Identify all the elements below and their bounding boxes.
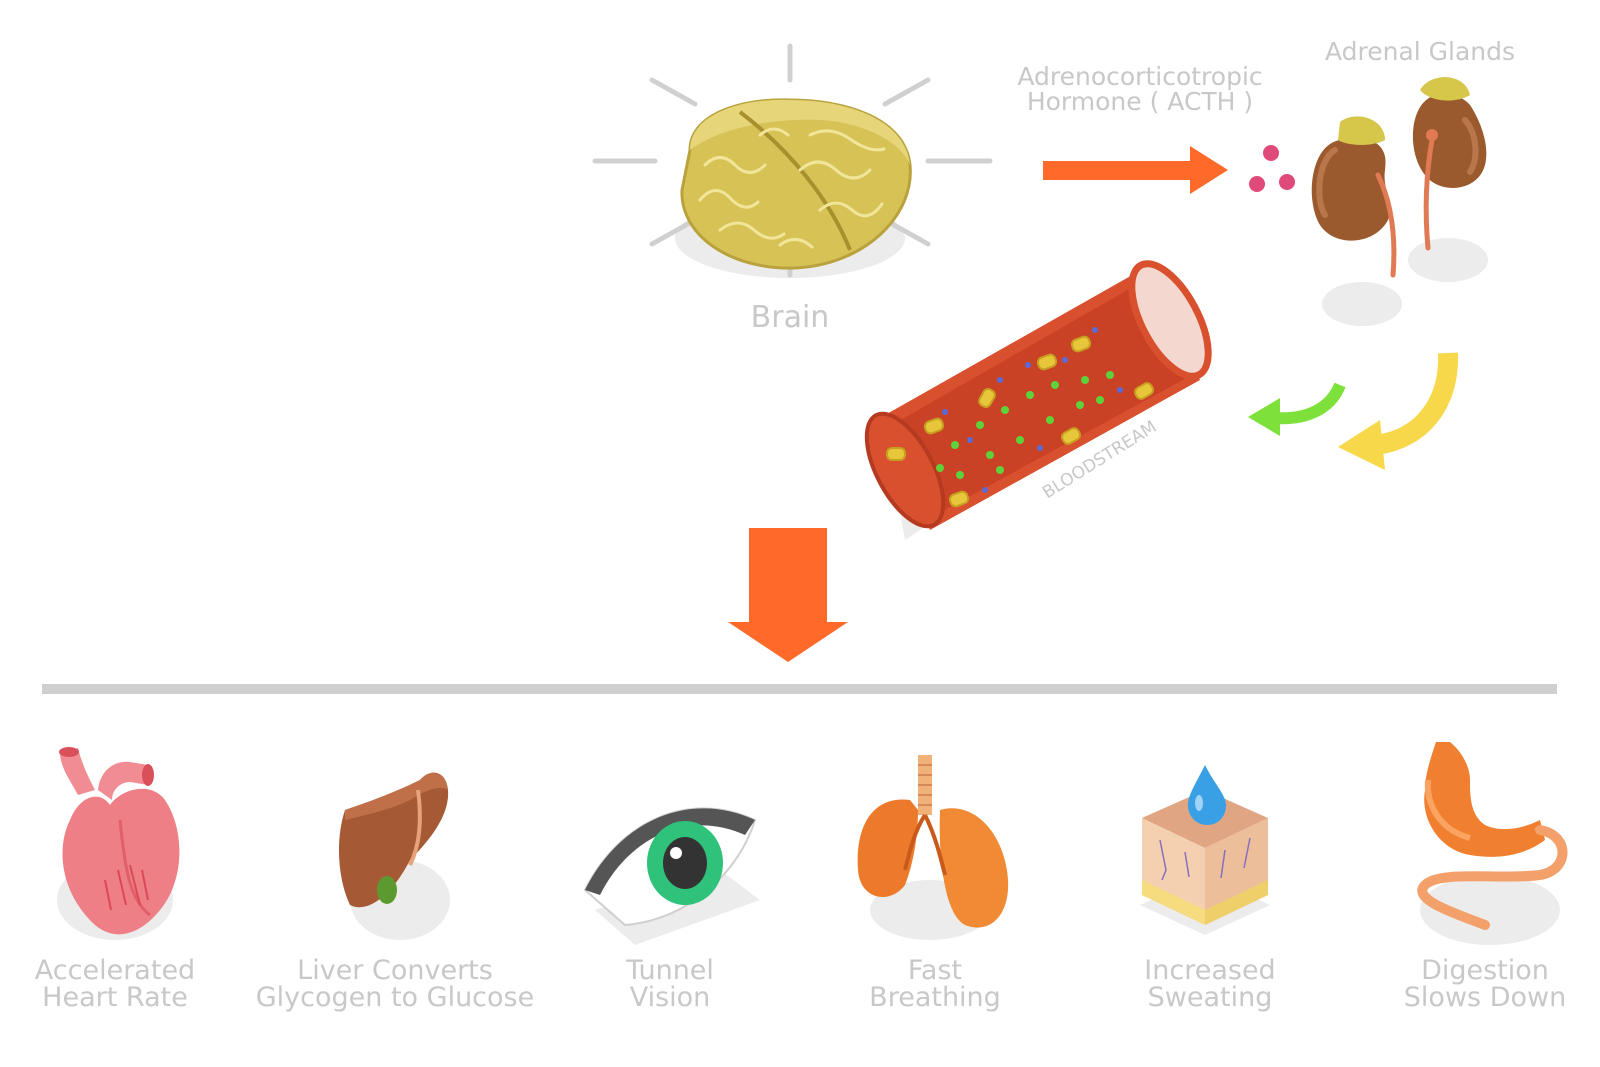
effect-label-breathing: Fast Breathing [860, 957, 1010, 1011]
effect-label-line2: Glycogen to Glucose [255, 982, 535, 1013]
brain-icon [592, 43, 993, 278]
stomach-icon [1417, 742, 1568, 945]
eye-icon [583, 807, 760, 945]
blood-vessel-icon [864, 260, 1212, 540]
hormone-label-line1: Adrenocorticotropic [1017, 62, 1263, 91]
adrenal-glands-label: Adrenal Glands [1324, 37, 1516, 66]
effect-label-line1: Accelerated [34, 955, 196, 986]
hormone-molecules-icon [1249, 145, 1295, 192]
arrow-right-icon [1043, 146, 1228, 194]
effect-label-line1: Fast [907, 955, 963, 986]
effect-label-line2: Heart Rate [42, 982, 188, 1013]
effect-label-line2: Slows Down [1403, 982, 1567, 1013]
curved-arrow-yellow-icon [1338, 352, 1459, 470]
curved-arrow-green-icon [1248, 382, 1346, 436]
heart-icon [57, 747, 180, 940]
effect-label-liver: Liver Converts Glycogen to Glucose [250, 957, 540, 1011]
effect-label-sweating: Increased Sweating [1125, 957, 1295, 1011]
effect-label-line1: Liver Converts [297, 955, 493, 986]
skin-sweat-icon [1140, 765, 1270, 935]
lungs-icon [857, 755, 1009, 940]
effect-label-heart: Accelerated Heart Rate [30, 957, 200, 1011]
effect-label-vision: Tunnel Vision [605, 957, 735, 1011]
effect-label-line2: Vision [629, 982, 711, 1013]
hormone-label: Adrenocorticotropic Hormone ( ACTH ) [1000, 64, 1280, 114]
effect-label-digestion: Digestion Slows Down [1395, 957, 1575, 1011]
section-divider [42, 684, 1557, 694]
effect-label-line2: Sweating [1147, 982, 1273, 1013]
effect-label-line1: Increased [1144, 955, 1276, 986]
effect-label-line1: Tunnel [626, 955, 714, 986]
effect-label-line1: Digestion [1421, 955, 1549, 986]
effect-label-line2: Breathing [869, 982, 1001, 1013]
hormone-label-line2: Hormone ( ACTH ) [1026, 87, 1254, 116]
adrenal-glands-icon [1311, 77, 1488, 326]
liver-icon [338, 772, 450, 940]
brain-label: Brain [750, 300, 830, 335]
arrow-down-icon [728, 528, 848, 662]
